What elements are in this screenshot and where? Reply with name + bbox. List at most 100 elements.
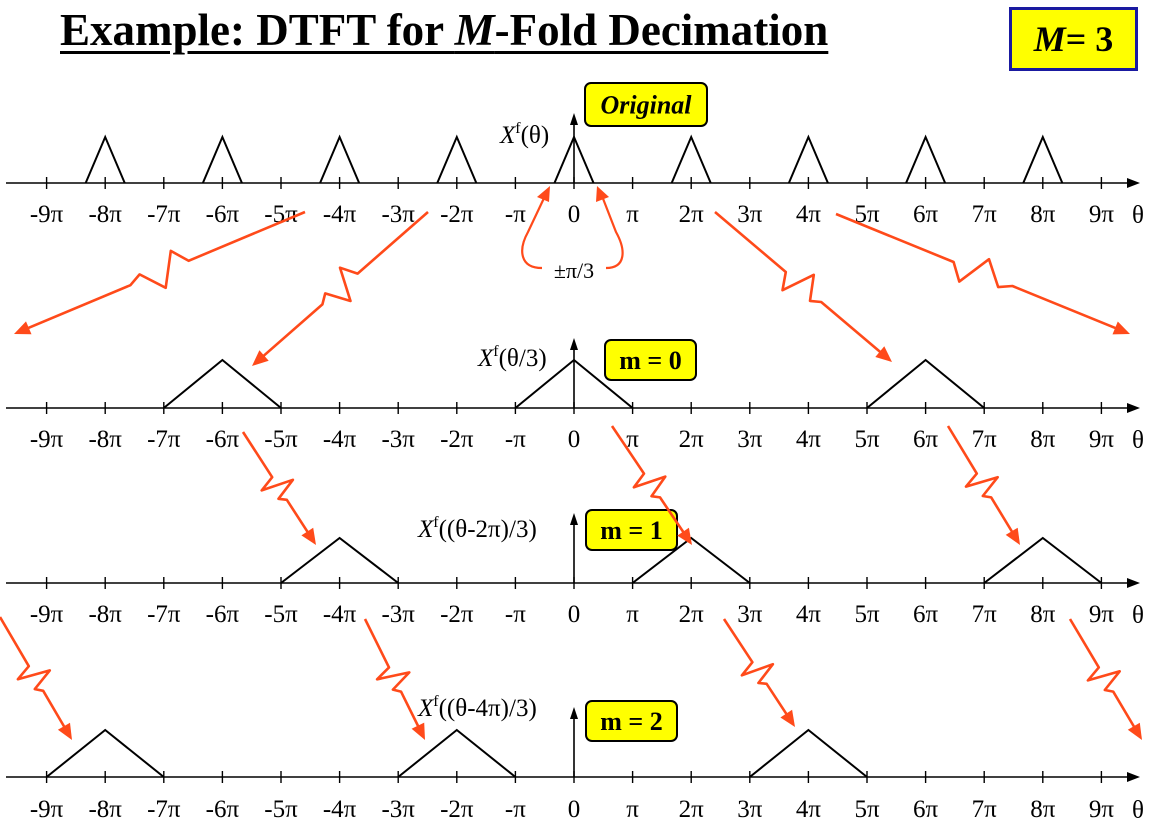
mapping-arrowhead <box>252 350 269 366</box>
theta-axis-label: θ <box>1132 427 1144 454</box>
tick-label: 9π <box>1089 796 1115 823</box>
spectrum-triangle <box>983 536 1103 584</box>
tick-label: 3π <box>737 601 763 628</box>
magnitude-axis-arrowhead <box>570 338 578 350</box>
tick-label: -8π <box>88 201 122 228</box>
tick-label: -5π <box>264 601 298 628</box>
tick-label: -4π <box>323 201 357 228</box>
spectrum-triangle <box>787 134 829 184</box>
tick-label: -3π <box>381 201 415 228</box>
spectrum-triangle <box>319 134 361 184</box>
tick-label: 0 <box>568 796 581 823</box>
tick-label: -8π <box>88 601 122 628</box>
row-tag-box <box>585 509 678 551</box>
tick-label: 4π <box>796 426 822 453</box>
tick-label: -2π <box>440 601 474 628</box>
tick-label: 2π <box>679 796 705 823</box>
tick-label: -4π <box>323 426 357 453</box>
mapping-arrow <box>722 618 789 717</box>
tick-label: 6π <box>913 201 939 228</box>
spectrum-triangle <box>163 358 282 409</box>
tick-label: 5π <box>854 426 880 453</box>
function-label: Xf((θ-2π)/3) <box>417 514 537 543</box>
mapping-arrowhead <box>301 527 316 545</box>
band-pointer-left-head <box>537 186 550 202</box>
tick-label: 9π <box>1089 601 1115 628</box>
tick-label: -3π <box>381 426 415 453</box>
tick-label: 4π <box>796 796 822 823</box>
tick-label: π <box>626 426 639 453</box>
tick-label: 7π <box>972 201 998 228</box>
row-tag: m = 2 <box>600 707 662 736</box>
tick-label: -8π <box>88 796 122 823</box>
theta-axis-label: θ <box>1132 202 1144 229</box>
mapping-arrow <box>0 616 67 729</box>
mapping-arrow <box>610 425 686 535</box>
mapping-arrow <box>363 618 420 729</box>
tick-label: 5π <box>854 601 880 628</box>
row-tag: Original <box>600 91 692 120</box>
tick-label: -9π <box>30 426 64 453</box>
tick-label: π <box>626 796 639 823</box>
tick-label: 7π <box>972 796 998 823</box>
mapping-arrowhead <box>875 346 892 362</box>
tick-label: -7π <box>147 796 181 823</box>
tick-label: -2π <box>440 796 474 823</box>
tick-label: -9π <box>30 201 64 228</box>
tick-label: π <box>626 601 639 628</box>
tick-label: 9π <box>1089 426 1115 453</box>
tick-label: 4π <box>796 601 822 628</box>
spectrum-triangle <box>749 728 868 778</box>
spectrum-triangle <box>514 358 634 409</box>
tick-label: -5π <box>264 201 298 228</box>
tick-label: 2π <box>679 601 705 628</box>
mapping-arrow <box>835 212 1118 330</box>
tick-label: 5π <box>854 796 880 823</box>
mapping-arrow <box>946 425 1014 534</box>
row-tag-box <box>584 82 708 127</box>
tick-label: 2π <box>679 201 705 228</box>
magnitude-axis-arrowhead <box>570 513 578 525</box>
function-label: Xf(θ/3) <box>477 343 547 372</box>
tick-label: π <box>626 201 639 228</box>
function-label: Xf((θ-4π)/3) <box>417 693 537 722</box>
tick-label: -7π <box>147 601 181 628</box>
spectrum-triangle <box>631 536 751 584</box>
band-annotation: ±π/3 <box>521 186 624 283</box>
tick-label: -6π <box>206 201 240 228</box>
spectrum-triangle <box>553 134 595 184</box>
tick-label: -8π <box>88 426 122 453</box>
tick-label: -6π <box>206 426 240 453</box>
tick-label: -7π <box>147 426 181 453</box>
spectrum-triangle <box>866 358 985 409</box>
tick-label: -6π <box>206 601 240 628</box>
tick-label: -4π <box>323 601 357 628</box>
tick-label: 8π <box>1030 601 1056 628</box>
tick-label: -π <box>505 426 526 453</box>
mapping-arrowhead <box>1112 321 1130 335</box>
tick-label: 8π <box>1030 796 1056 823</box>
mapping-arrowhead <box>411 722 425 740</box>
tick-label: 9π <box>1089 201 1115 228</box>
row-tag: m = 1 <box>600 516 662 545</box>
tick-label: 0 <box>568 426 581 453</box>
spectrum-triangle <box>201 134 243 184</box>
mapping-arrow <box>241 431 310 534</box>
tick-label: -4π <box>323 796 357 823</box>
mapping-arrowhead <box>14 321 32 335</box>
tick-label: -π <box>505 601 526 628</box>
row-tag-box <box>604 339 697 381</box>
band-annotation-label: ±π/3 <box>554 258 594 283</box>
tick-label: -3π <box>381 601 415 628</box>
mapping-arrow <box>26 210 306 330</box>
mapping-arrow <box>714 211 883 354</box>
tick-label: 3π <box>737 426 763 453</box>
mapping-arrowhead <box>677 527 692 545</box>
theta-axis-label: θ <box>1132 602 1144 629</box>
band-pointer-left <box>521 195 546 270</box>
mapping-arrow <box>1068 618 1136 729</box>
row-tag: m = 0 <box>619 346 681 375</box>
